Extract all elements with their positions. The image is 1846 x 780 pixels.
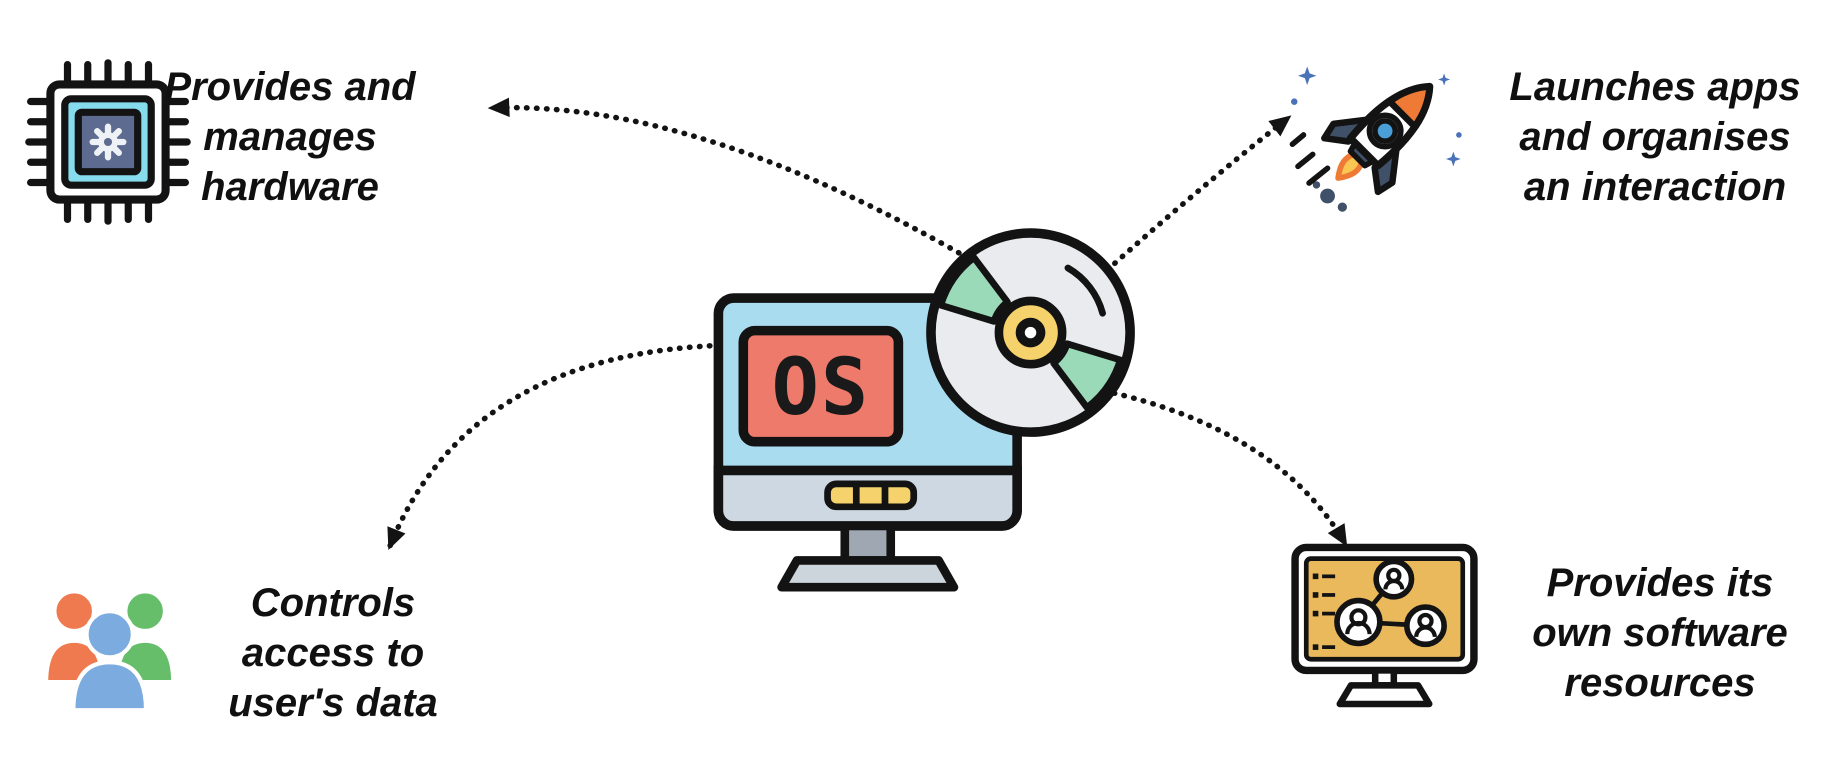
launch-label: Launches apps and organises an interacti… (1509, 65, 1801, 209)
user-orange (44, 589, 105, 685)
arrow-to-software (1072, 382, 1348, 547)
monitor-buttons (824, 480, 918, 511)
arrow-to-hardware (487, 97, 988, 271)
os-badge (738, 325, 904, 447)
monitor-stand-base (777, 556, 959, 592)
avatar-right (1404, 604, 1447, 648)
rocket-icon (1289, 66, 1462, 212)
software-users-monitor-icon (1291, 543, 1478, 708)
os-badge-label: OS (772, 341, 870, 433)
cpu-chip-icon (25, 59, 191, 225)
install-disc-icon (926, 228, 1135, 437)
menu-list (1312, 573, 1336, 650)
user-blue (71, 609, 149, 713)
access-label: Controls access to user's data (228, 581, 438, 725)
avatar-left (1334, 597, 1383, 647)
os-monitor-with-disc-icon: OS (713, 228, 1135, 592)
smoke-puffs (1312, 181, 1347, 212)
monitor-stand-base (1336, 682, 1433, 708)
software-label: Provides its own software resources (1532, 561, 1788, 705)
speed-dashes (1289, 132, 1331, 186)
arrow-to-access (387, 342, 733, 551)
hardware-label: Provides and manages hardware (164, 65, 416, 209)
avatar-top (1373, 558, 1415, 600)
sparkle-stars (1291, 66, 1462, 167)
monitor-stand-neck (840, 521, 896, 565)
gear-icon (89, 123, 127, 161)
user-group-icon (44, 589, 176, 713)
